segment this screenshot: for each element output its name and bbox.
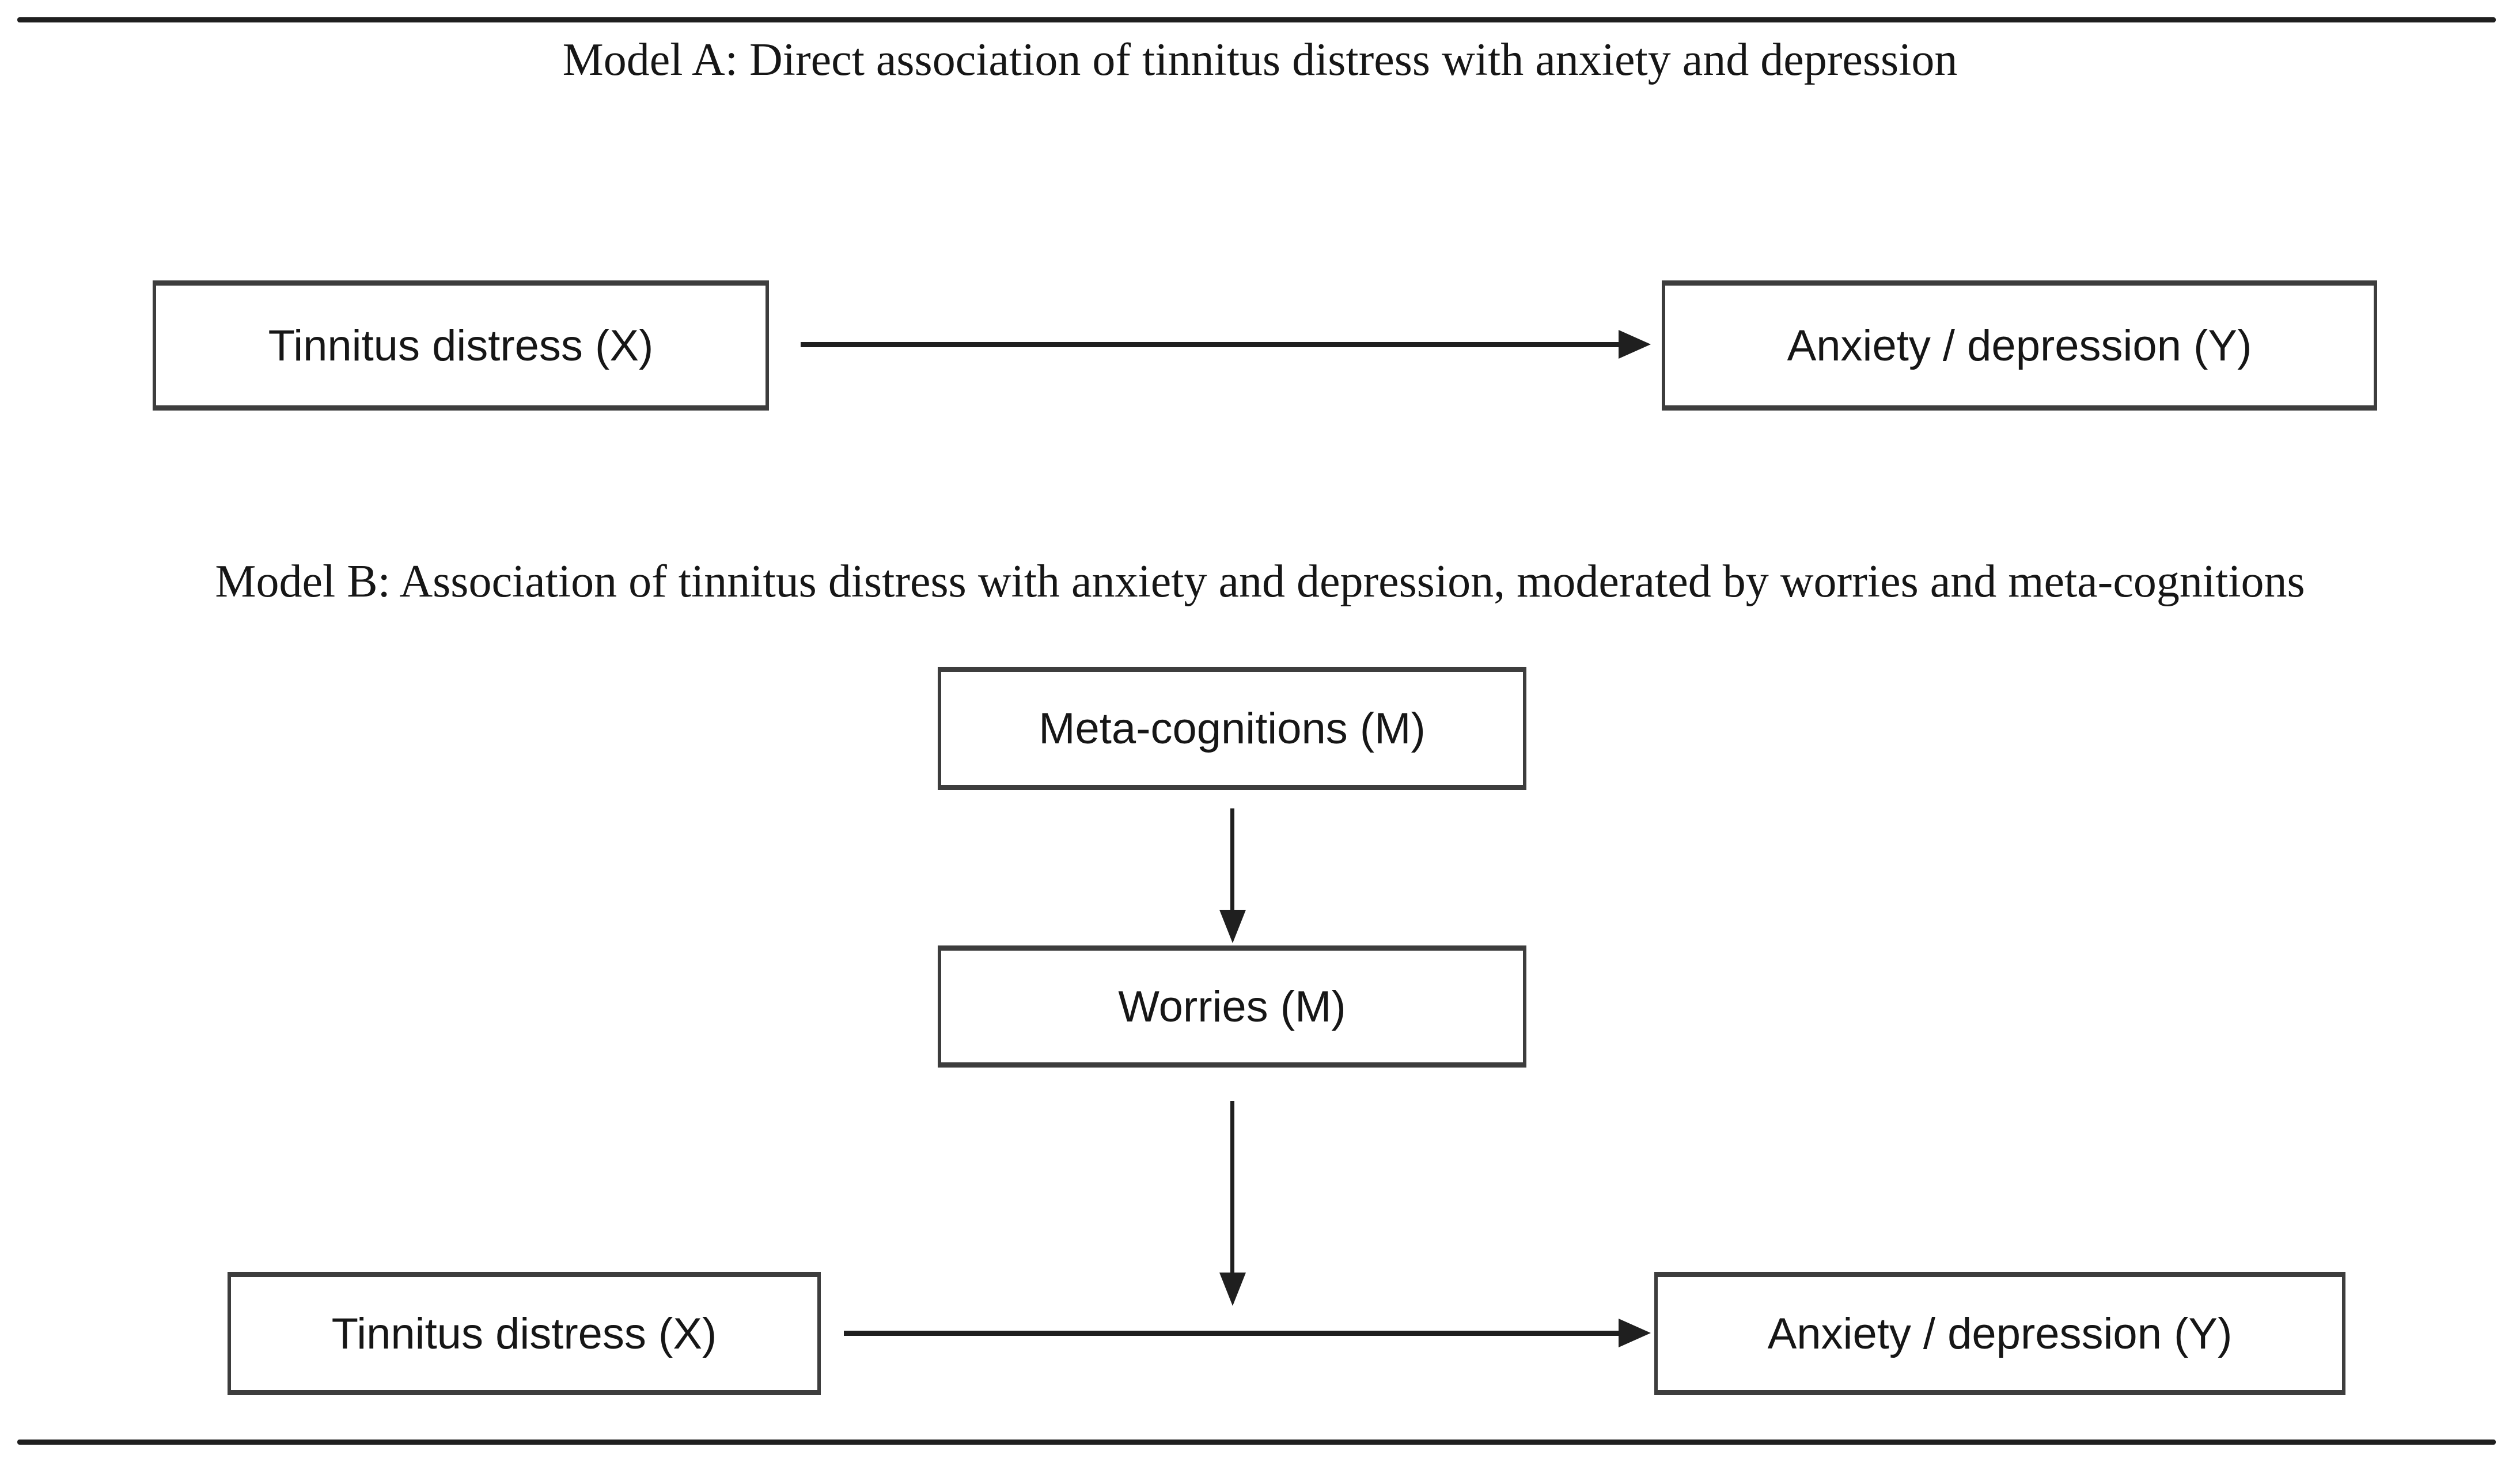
figure-top-border (17, 17, 2496, 22)
figure-bottom-border (17, 1440, 2496, 1445)
arrowhead-right-icon (1619, 330, 1651, 359)
model-b-title: Model B: Association of tinnitus distres… (215, 556, 2305, 607)
arrow-shaft (801, 342, 1621, 347)
model-a-tinnitus-distress-box: Tinnitus distress (X) (153, 280, 769, 411)
model-a-tinnitus-distress-label: Tinnitus distress (X) (268, 321, 654, 370)
model-b-worries-label: Worries (M) (1118, 982, 1346, 1031)
model-b-tinnitus-distress-label: Tinnitus distress (X) (331, 1309, 717, 1358)
model-a-anxiety-depression-box: Anxiety / depression (Y) (1662, 280, 2377, 411)
model-b-tinnitus-distress-box: Tinnitus distress (X) (228, 1272, 821, 1395)
model-b-worries-box: Worries (M) (938, 945, 1526, 1068)
arrow-shaft (1230, 808, 1234, 912)
arrowhead-down-icon (1219, 910, 1246, 943)
arrowhead-down-icon (1219, 1273, 1246, 1306)
model-a-anxiety-depression-label: Anxiety / depression (Y) (1787, 321, 2252, 370)
model-a-title: Model A: Direct association of tinnitus … (562, 35, 1958, 85)
model-b-metacognitions-box: Meta-cognitions (M) (938, 667, 1526, 790)
arrowhead-right-icon (1619, 1319, 1651, 1347)
model-b-anxiety-depression-box: Anxiety / depression (Y) (1654, 1272, 2345, 1395)
model-b-anxiety-depression-label: Anxiety / depression (Y) (1767, 1309, 2233, 1358)
arrow-shaft (844, 1331, 1621, 1336)
arrow-shaft (1230, 1101, 1234, 1275)
model-b-metacognitions-label: Meta-cognitions (M) (1039, 704, 1426, 753)
